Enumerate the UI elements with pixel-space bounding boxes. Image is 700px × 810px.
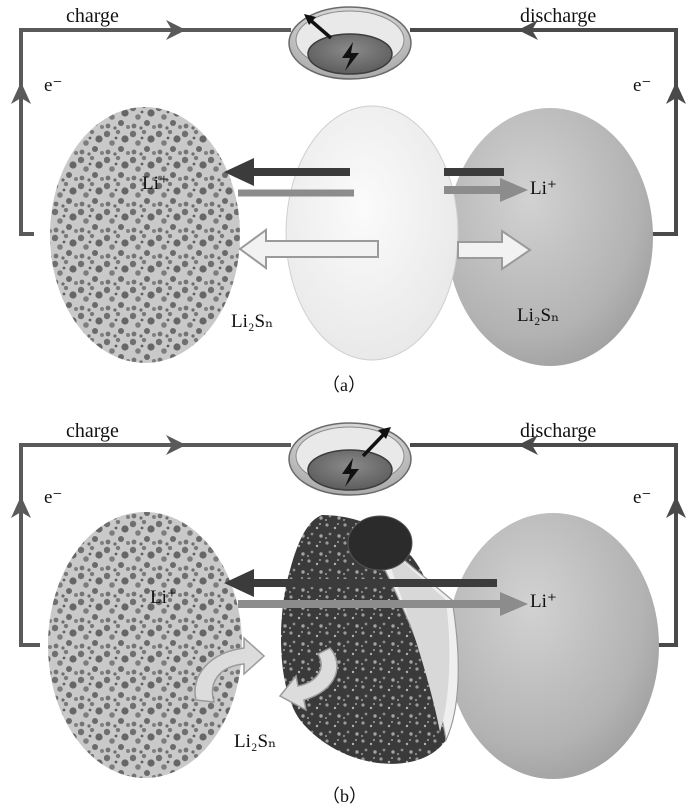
wire-arrow-up-left: [11, 82, 31, 104]
panel-b-discharge-label: discharge: [520, 420, 596, 442]
circuit-wire-left: [19, 443, 291, 647]
wire-arrow-charge: [166, 435, 186, 455]
battery-gauge-icon: [288, 6, 412, 80]
ion-arrowhead-left: [224, 569, 254, 597]
panel-a-right-polysulfide-label: Li₂Sₙ: [517, 305, 559, 326]
panel-a-charge-label: charge: [66, 5, 119, 27]
panel-b-right-electron-label: e⁻: [633, 487, 651, 508]
polysulfide-arrow-right: [457, 229, 532, 271]
panel-a-right-electron-label: e⁻: [633, 75, 651, 96]
left-electrode: [50, 107, 240, 363]
panel-b: charge discharge e⁻ e⁻ Li⁺ Li⁺ Li₂Sₙ （b）: [11, 420, 686, 806]
ion-arrowhead-right: [500, 178, 528, 202]
wire-arrow-discharge: [518, 435, 538, 455]
wire-arrow-up-right: [666, 82, 686, 104]
battery-gauge-icon: [288, 422, 412, 496]
lightning-bolt-icon: [342, 458, 359, 487]
wire-arrow-up-right: [666, 496, 686, 518]
interlayer-roll-top: [347, 515, 413, 571]
panel-a-right-ion-label: Li⁺: [530, 178, 557, 199]
panel-a-discharge-label: discharge: [520, 5, 596, 27]
polysulfide-shuttle-arrows: [194, 636, 338, 712]
panel-a-left-electron-label: e⁻: [44, 75, 62, 96]
left-electrode: [48, 512, 242, 778]
circuit-wire-right: [410, 443, 678, 647]
panel-b-left-electron-label: e⁻: [44, 487, 62, 508]
lightning-bolt-icon: [342, 42, 359, 71]
separator: [285, 105, 459, 361]
ion-arrowhead-left: [224, 158, 254, 186]
wire-arrow-charge: [166, 20, 186, 40]
wire-arrow-discharge: [518, 20, 538, 40]
panel-b-left-ion-label: Li⁺: [150, 587, 177, 608]
right-electrode: [447, 513, 659, 779]
panel-b-polysulfide-label: Li₂Sₙ: [234, 731, 276, 752]
panel-a-left-ion-label: Li⁺: [142, 173, 169, 194]
panel-b-caption: （b）: [322, 786, 367, 806]
right-electrode: [447, 108, 653, 366]
panel-a: charge discharge e⁻ e⁻ Li⁺ Li⁺ Li₂Sₙ Li₂…: [11, 5, 686, 395]
panel-b-charge-label: charge: [66, 420, 119, 442]
panel-b-right-ion-label: Li⁺: [530, 591, 557, 612]
panel-a-left-polysulfide-label: Li₂Sₙ: [231, 311, 273, 332]
polysulfide-arrow-left: [238, 228, 379, 270]
circuit-wire-left: [19, 28, 291, 236]
ion-arrowhead-right: [500, 592, 528, 616]
interlayer: [280, 515, 459, 764]
wire-arrow-up-left: [11, 496, 31, 518]
circuit-wire-right: [410, 28, 678, 236]
panel-a-caption: （a）: [322, 375, 366, 395]
